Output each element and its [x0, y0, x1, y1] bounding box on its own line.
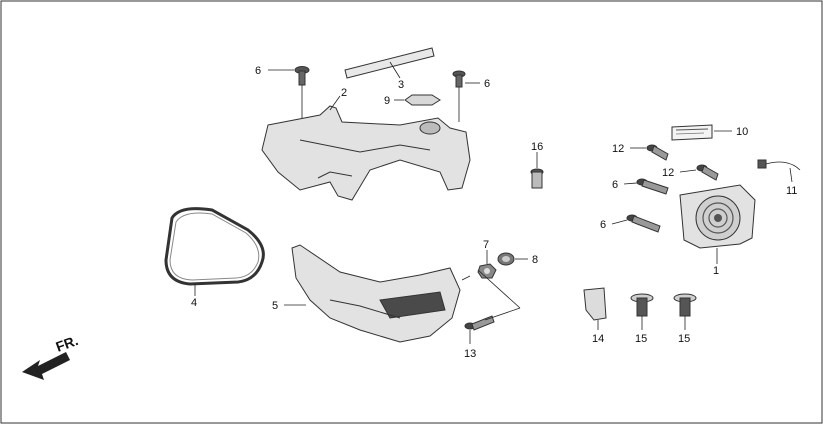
part-7-nut: [477, 250, 497, 279]
part-15-clip-a: [630, 293, 654, 330]
part-10-label: [671, 124, 732, 141]
label-7: 7: [483, 239, 489, 251]
label-13: 13: [464, 348, 476, 360]
label-fr: FR.: [54, 332, 81, 355]
part-14-bracket: [583, 287, 607, 330]
part-9-grommet: [394, 94, 441, 106]
label-4: 4: [191, 297, 197, 309]
label-14: 14: [592, 333, 604, 345]
part-15-clip-b: [673, 293, 697, 330]
label-16: 16: [531, 141, 543, 153]
part-3-strip: [344, 47, 435, 79]
label-10: 10: [736, 126, 748, 138]
part-12-screw-a: [630, 144, 669, 161]
label-3: 3: [398, 79, 404, 91]
label-6-top-left: 6: [255, 65, 261, 77]
label-8: 8: [532, 254, 538, 266]
part-8-cap: [497, 252, 528, 266]
part-6-bolt-fan-a: [623, 178, 669, 195]
label-6-fan-b: 6: [600, 219, 606, 231]
label-15-b: 15: [678, 333, 690, 345]
part-12-screw-b: [679, 164, 719, 181]
part-1-fan-housing: [679, 184, 756, 264]
label-6-top-right: 6: [484, 78, 490, 90]
label-15-a: 15: [635, 333, 647, 345]
arrow-down-left-icon: [22, 352, 70, 380]
part-11-wire: [757, 159, 801, 183]
part-4-gasket: [164, 207, 265, 296]
label-9: 9: [384, 95, 390, 107]
part-16-bolt: [530, 152, 544, 189]
label-12-b: 12: [662, 167, 674, 179]
part-6-bolt-fan-b: [611, 214, 661, 233]
part-6-bolt-top: [268, 66, 310, 125]
label-11: 11: [786, 185, 797, 197]
label-5: 5: [272, 300, 278, 312]
part-2-upper-shroud: [261, 95, 471, 201]
label-12-a: 12: [612, 143, 624, 155]
part-5-lower-shroud: [284, 244, 461, 343]
label-2: 2: [341, 87, 347, 99]
part-6-bolt-top-right: [452, 70, 480, 122]
label-1: 1: [713, 265, 719, 277]
part-13-bolt: [461, 269, 521, 344]
label-6-fan-a: 6: [612, 179, 618, 191]
